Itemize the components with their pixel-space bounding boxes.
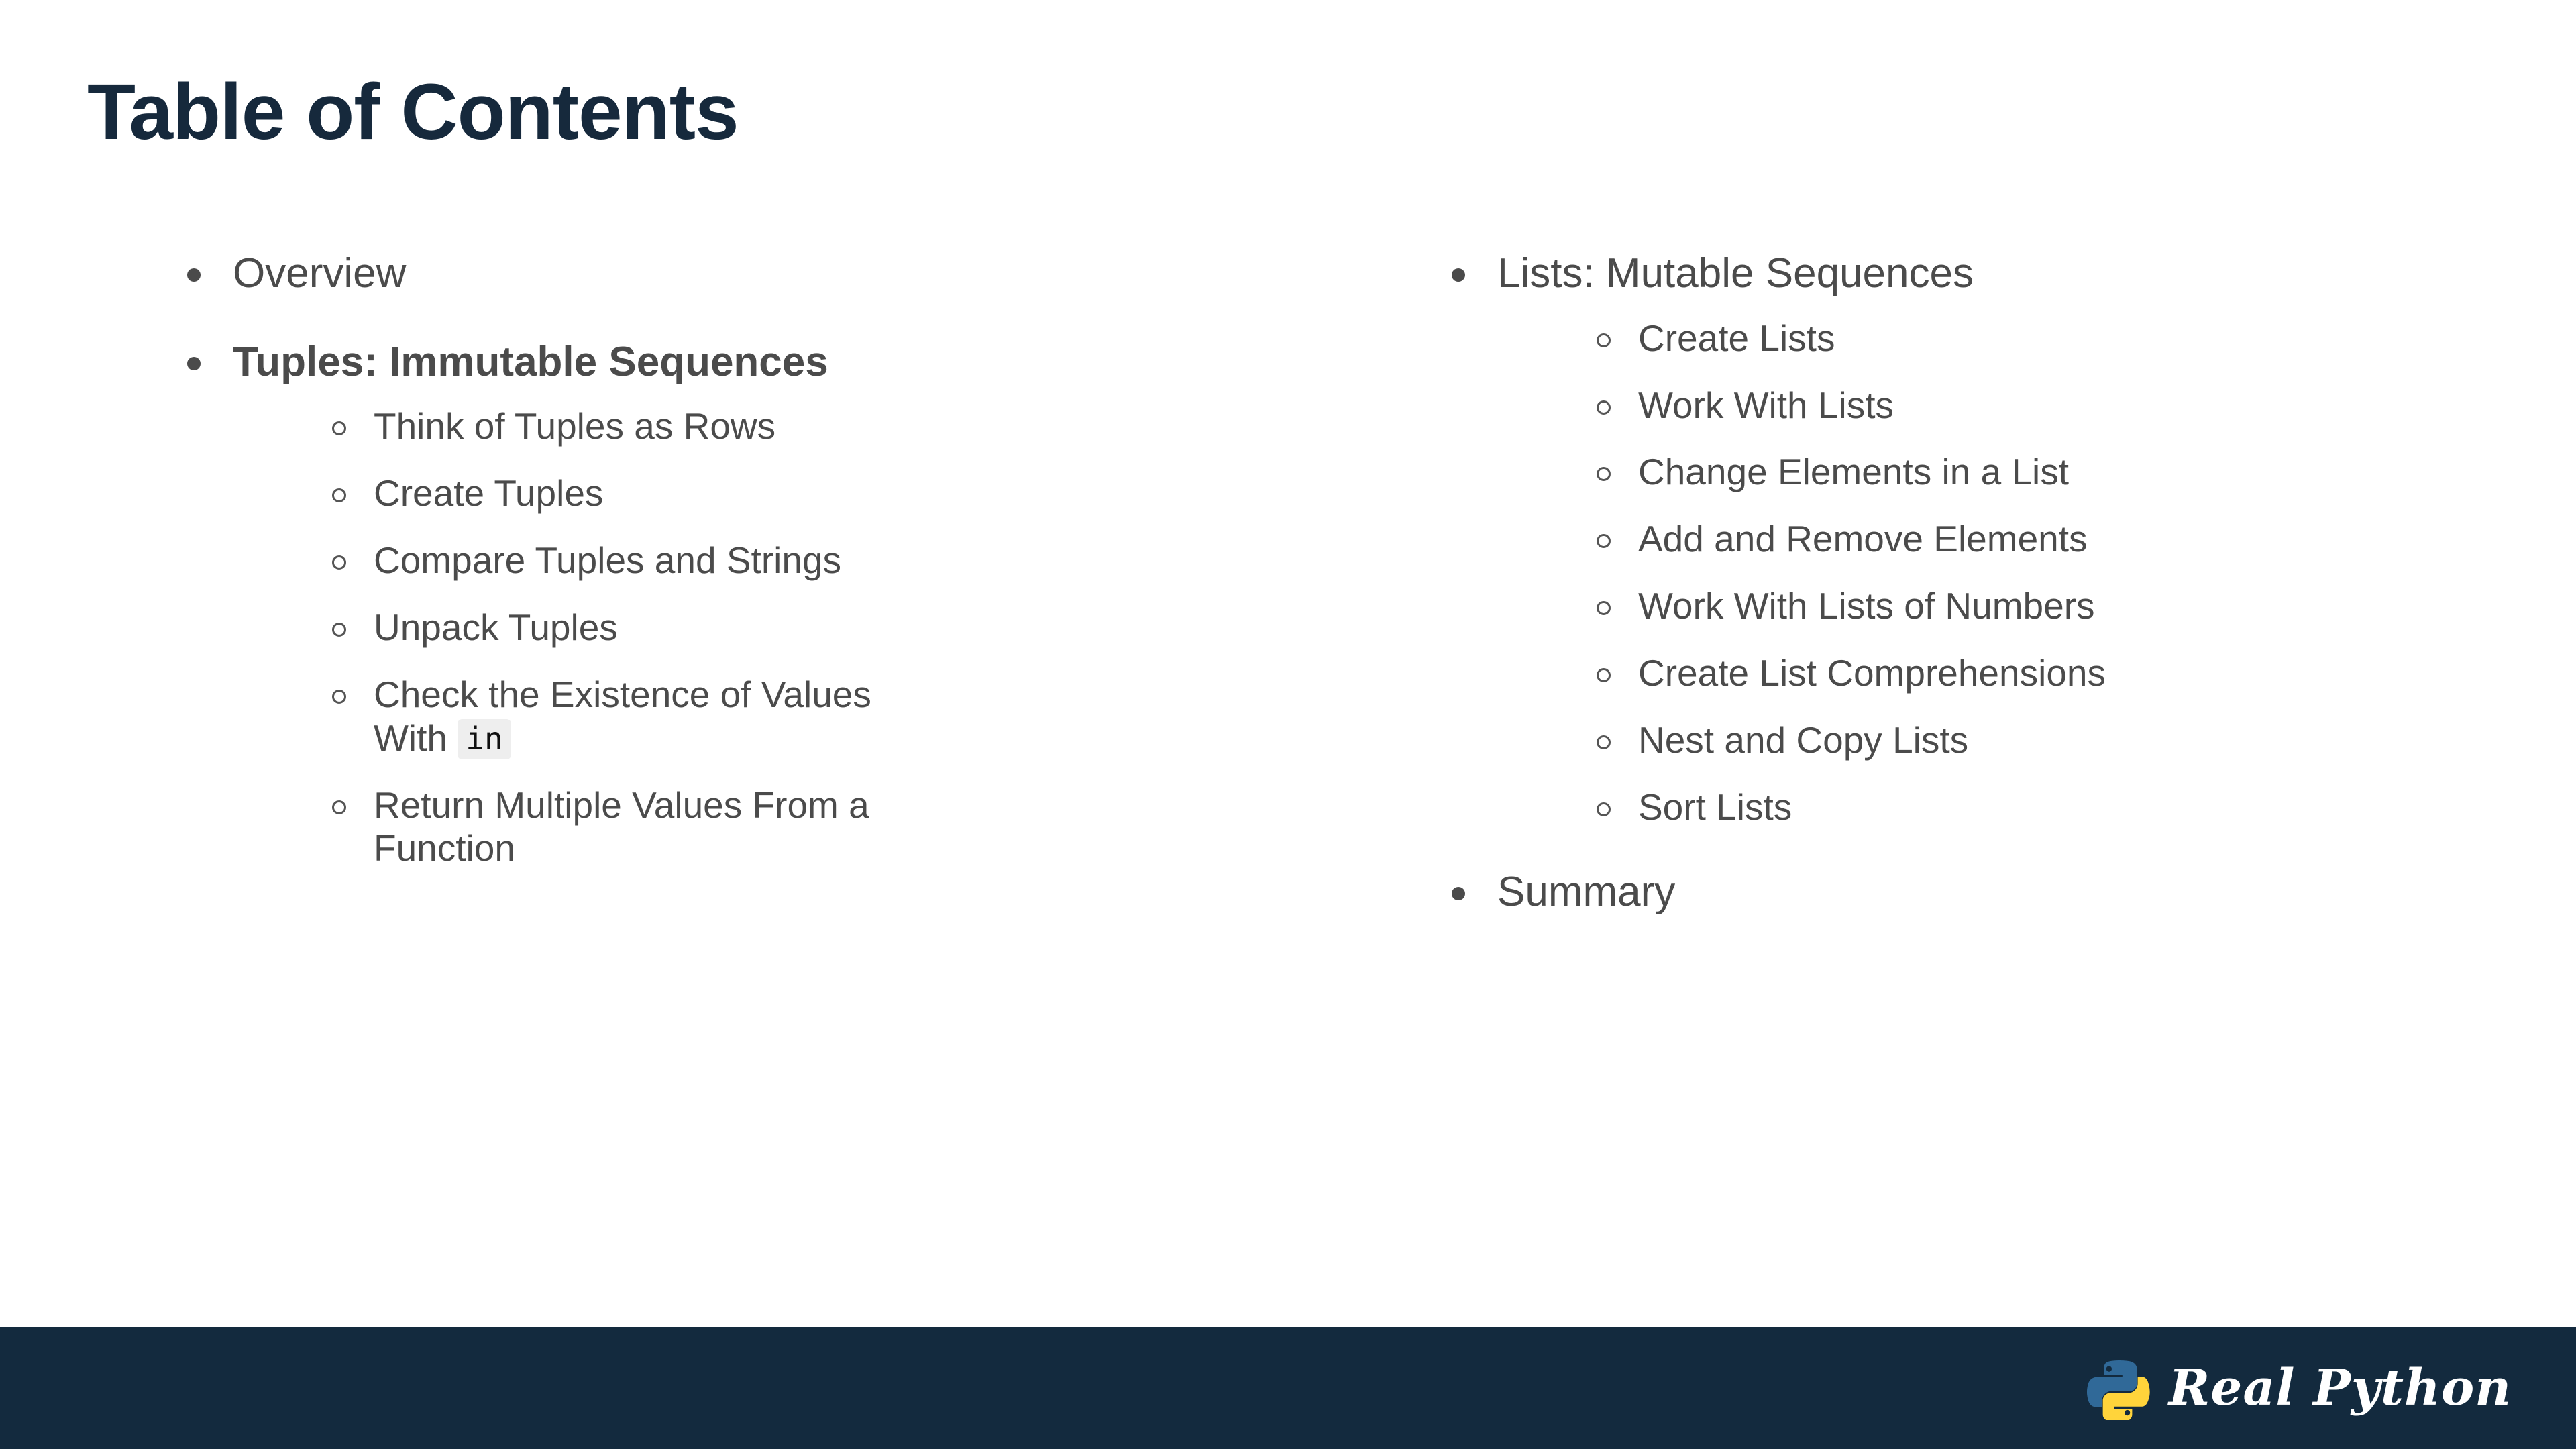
toc-item-label: Summary [1497,868,1676,915]
bullet-ring-icon [332,800,346,814]
bullet-dot-icon [187,268,201,282]
toc-subitem-label: Create Lists [1638,317,1835,359]
brand-wordmark: Real Python [2168,1359,2512,1417]
bullet-ring-icon [332,689,346,704]
toc-subitem[interactable]: Compare Tuples and Strings [329,539,1318,582]
toc-subitem-label: Work With Lists [1638,384,1894,426]
toc-item-label: Tuples: Immutable Sequences [233,338,828,385]
toc-subitem-label: Change Elements in a List [1638,451,2070,493]
bullet-dot-icon [1452,886,1465,900]
footer-bar: Real Python [0,1327,2576,1449]
toc-subitem-label: Work With Lists of Numbers [1638,585,2095,627]
toc-subitem[interactable]: Add and Remove Elements [1594,517,2529,561]
toc-item[interactable]: Overview [178,248,1318,299]
bullet-dot-icon [1452,268,1465,282]
toc-subitem[interactable]: Unpack Tuples [329,606,1318,649]
toc-subitem[interactable]: Work With Lists of Numbers [1594,584,2529,628]
toc-subitem[interactable]: Create List Comprehensions [1594,651,2529,695]
toc-subitem-label: Think of Tuples as Rows [374,405,776,447]
toc-subitem-label: Return Multiple Values From a Function [374,784,869,869]
toc-subitem[interactable]: Sort Lists [1594,786,2529,829]
bullet-ring-icon [1597,735,1611,749]
bullet-ring-icon [1597,534,1611,549]
bullet-ring-icon [332,488,346,503]
brand-logo: Real Python [2086,1356,2512,1420]
toc-subitem-label: Sort Lists [1638,786,1792,828]
bullet-ring-icon [1597,333,1611,347]
inline-code-token: in [458,718,511,759]
bullet-ring-icon [332,622,346,637]
toc-item-label: Lists: Mutable Sequences [1497,250,1974,297]
bullet-ring-icon [1597,601,1611,616]
bullet-ring-icon [332,421,346,436]
python-logo-icon [2086,1360,2150,1420]
toc-subitem-label: Nest and Copy Lists [1638,718,1969,761]
bullet-ring-icon [1597,668,1611,683]
toc-subitem[interactable]: Change Elements in a List [1594,450,2529,494]
toc-subitem-label: Create Tuples [374,472,604,515]
toc-subitem[interactable]: Nest and Copy Lists [1594,718,2529,762]
bullet-ring-icon [332,555,346,570]
page-title: Table of Contents [87,68,739,156]
toc-item[interactable]: Summary [1442,867,2529,918]
toc-subitem[interactable]: Think of Tuples as Rows [329,405,1318,448]
bullet-ring-icon [1597,400,1611,415]
toc-subitem-label: Compare Tuples and Strings [374,539,842,582]
toc-subitem-label: Add and Remove Elements [1638,518,2088,560]
toc-subitem-label: Unpack Tuples [374,606,618,648]
toc-subitem[interactable]: Work With Lists [1594,384,2529,427]
toc-subitem[interactable]: Return Multiple Values From a Function [329,784,924,871]
bullet-ring-icon [1597,802,1611,816]
toc-subitem-label: Check the Existence of Values With [374,673,871,759]
toc-subitem[interactable]: Create Lists [1594,317,2529,360]
bullet-dot-icon [187,356,201,370]
toc-subitem[interactable]: Create Tuples [329,472,1318,515]
toc-subitem[interactable]: Check the Existence of Values With in [329,673,924,760]
bullet-ring-icon [1597,467,1611,482]
toc-subitem-label: Create List Comprehensions [1638,652,2106,694]
toc-item-label: Overview [233,250,407,297]
